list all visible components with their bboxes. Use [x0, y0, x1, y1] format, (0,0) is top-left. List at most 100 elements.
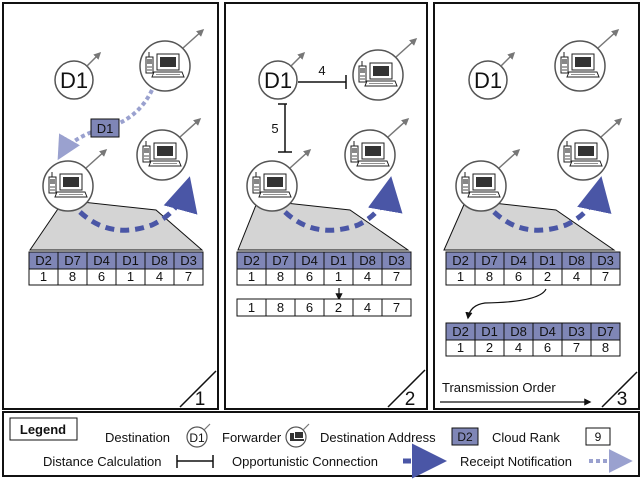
destination-label: D1: [474, 68, 502, 93]
rank-cell: [381, 268, 412, 286]
rank-value: 1: [335, 269, 342, 284]
address-label: D2: [35, 253, 52, 268]
rank-value: 6: [306, 300, 313, 315]
opportunistic-connection-path: [492, 176, 612, 233]
address-label: D3: [597, 253, 614, 268]
rank-value: 2: [335, 300, 342, 315]
legend-cloud-rank-example: 9: [595, 430, 602, 444]
rank-value: 8: [602, 340, 609, 355]
distance-label-5: 5: [271, 121, 278, 136]
address-label: D1: [481, 324, 498, 339]
rank-value: 7: [185, 269, 192, 284]
cloud-wedge: [237, 199, 410, 251]
rank-value: 7: [602, 269, 609, 284]
destination-label: D1: [60, 68, 88, 93]
legend-forwarder-label: Forwarder: [222, 430, 282, 445]
address-label: D7: [64, 253, 81, 268]
updated-rank-row: 1 8 6 2 4 7: [236, 298, 412, 317]
address-label: D1: [122, 253, 139, 268]
distance-calculation-vertical: [278, 103, 292, 153]
address-label: D7: [481, 253, 498, 268]
distance-label-4: 4: [318, 63, 325, 78]
rank-value: 1: [248, 300, 255, 315]
address-label: D3: [180, 253, 197, 268]
packet-label: D1: [97, 121, 114, 136]
legend-frame: [2, 411, 640, 477]
transmission-order-label: Transmission Order: [442, 380, 556, 395]
rank-cell: [173, 268, 204, 286]
distance-calculation-horizontal: [298, 75, 347, 89]
legend-destination-label: Destination: [105, 430, 170, 445]
address-label: D7: [597, 324, 614, 339]
rank-value: 7: [573, 340, 580, 355]
rank-value: 6: [98, 269, 105, 284]
legend-distance-label: Distance Calculation: [43, 454, 162, 469]
rank-cell: [590, 268, 621, 286]
legend-destination-symbol: D1: [189, 431, 205, 445]
panel-3-number: 3: [617, 389, 628, 410]
rank-value: 4: [364, 269, 371, 284]
legend-cloud-rank-box: [585, 427, 611, 446]
address-label: D1: [539, 253, 556, 268]
rank-cell: [381, 298, 412, 317]
legend-address-box: [451, 427, 479, 446]
legend-title: Legend: [20, 422, 66, 437]
rank-value: 7: [393, 300, 400, 315]
opportunistic-connection-path: [283, 176, 403, 233]
address-label: D3: [388, 253, 405, 268]
address-label: D4: [539, 324, 556, 339]
legend-address-example: D2: [457, 430, 473, 444]
address-label: D2: [243, 253, 260, 268]
rank-value: 8: [277, 269, 284, 284]
rank-value: 4: [364, 300, 371, 315]
opportunistic-connection-path: [78, 176, 198, 233]
legend-destination-icon: [186, 423, 211, 448]
address-label: D8: [568, 253, 585, 268]
rank-value: 4: [156, 269, 163, 284]
address-label: D7: [272, 253, 289, 268]
rank-value: 2: [486, 340, 493, 355]
rank-cell: [590, 339, 621, 357]
address-label: D3: [568, 324, 585, 339]
sort-arrow: [465, 288, 547, 320]
address-label: D4: [301, 253, 318, 268]
rank-value: 6: [515, 269, 522, 284]
legend-receipt-label: Receipt Notification: [460, 454, 572, 469]
rank-value: 1: [127, 269, 134, 284]
rank-value: 8: [486, 269, 493, 284]
rank-value: 7: [393, 269, 400, 284]
legend: Legend Destination D1 Forwarder Destinat…: [2, 411, 640, 479]
rank-value: 2: [544, 269, 551, 284]
address-label: D2: [452, 324, 469, 339]
address-label: D4: [510, 253, 527, 268]
rank-value: 8: [277, 300, 284, 315]
legend-cloud-rank-label: Cloud Rank: [492, 430, 560, 445]
address-label: D1: [330, 253, 347, 268]
address-label: D8: [151, 253, 168, 268]
legend-address-label: Destination Address: [320, 430, 436, 445]
legend-opportunistic-label: Opportunistic Connection: [232, 454, 378, 469]
rank-value: 6: [544, 340, 551, 355]
legend-title-box: [9, 417, 78, 441]
panel-1-number: 1: [195, 389, 206, 410]
address-label: D4: [93, 253, 110, 268]
packet-box: [90, 118, 120, 138]
rank-value: 4: [573, 269, 580, 284]
rank-value: 6: [306, 269, 313, 284]
rank-value: 1: [457, 340, 464, 355]
legend-forwarder-icon: [285, 423, 310, 448]
address-label: D2: [452, 253, 469, 268]
rank-value: 1: [248, 269, 255, 284]
legend-distance-icon: [176, 455, 214, 468]
destination-label: D1: [264, 68, 292, 93]
rank-value: 8: [69, 269, 76, 284]
address-label: D8: [359, 253, 376, 268]
rank-value: 4: [515, 340, 522, 355]
cloud-wedge: [443, 199, 616, 251]
